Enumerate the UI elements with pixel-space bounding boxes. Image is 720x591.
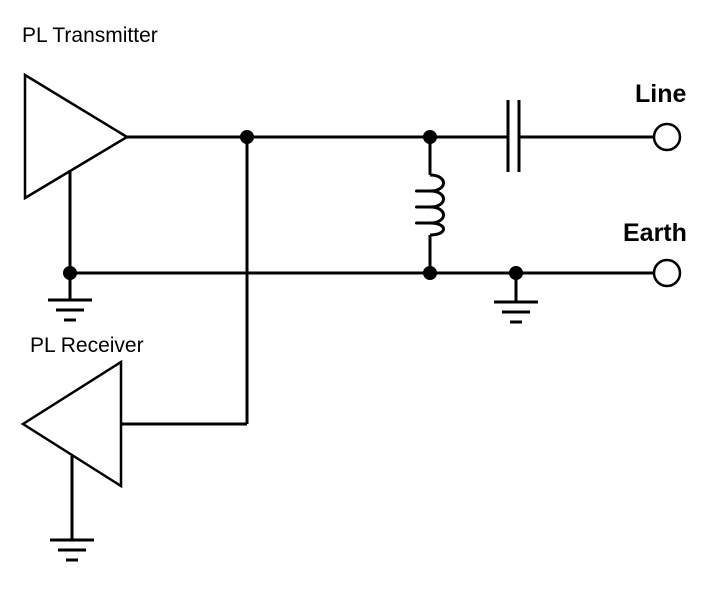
junction-dot-right-ground	[509, 266, 523, 280]
line-terminal-label: Line	[635, 80, 687, 108]
junction-dot-inductor-top	[423, 130, 437, 144]
line-terminal	[654, 124, 680, 150]
transmitter-amplifier	[25, 75, 127, 198]
junction-dot-receiver-tap	[240, 130, 254, 144]
earth-terminal-label: Earth	[623, 219, 687, 247]
receiver-label: PL Receiver	[30, 334, 144, 357]
earth-terminal	[654, 260, 680, 286]
inductor-coil	[417, 175, 444, 235]
junction-dot-transmitter-ground	[63, 266, 77, 280]
receiver-amplifier	[23, 362, 121, 486]
junction-dot-inductor-bottom	[423, 266, 437, 280]
transmitter-label: PL Transmitter	[22, 24, 158, 47]
